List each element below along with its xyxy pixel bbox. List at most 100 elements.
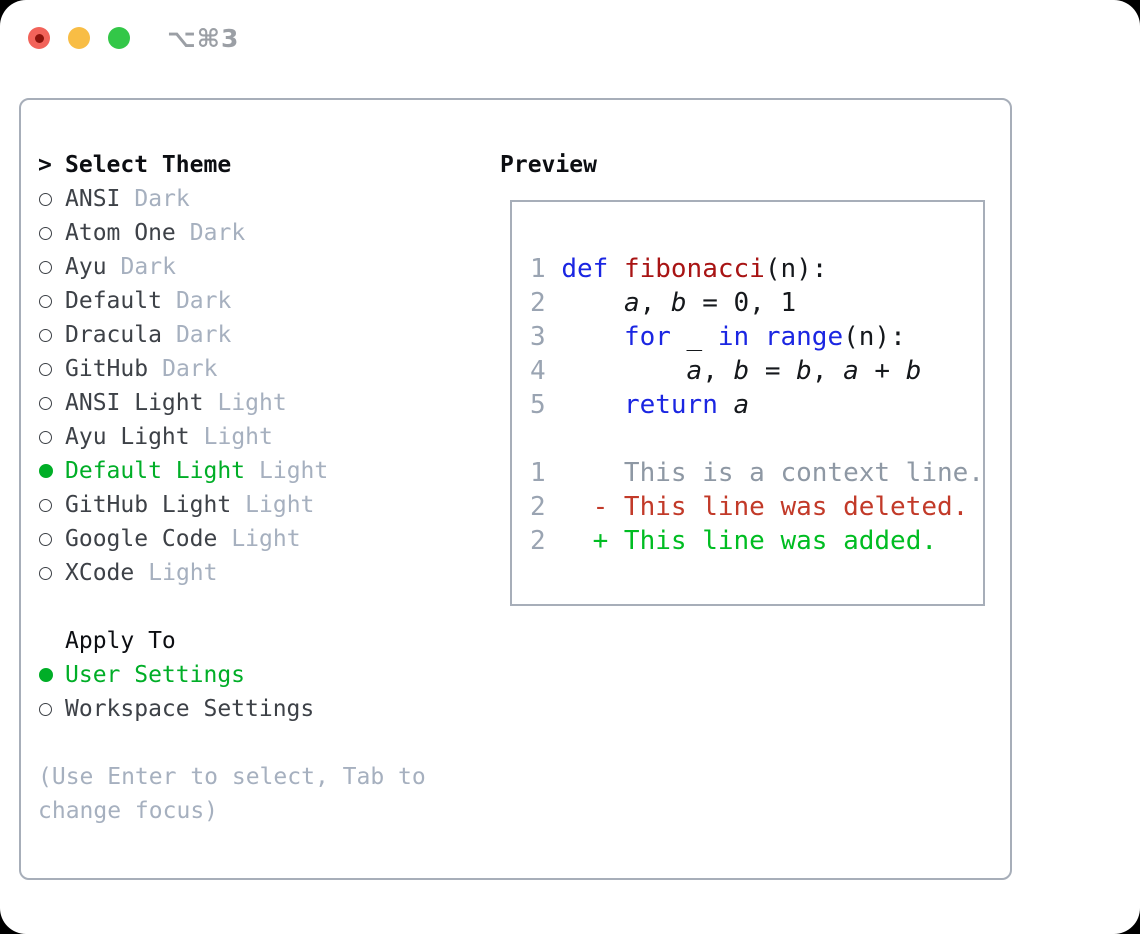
marker-cell — [38, 294, 65, 308]
theme-variant-label: Light — [231, 526, 301, 552]
radio-icon — [39, 226, 52, 240]
marker-cell — [38, 328, 65, 342]
line-number: 4 — [530, 356, 562, 386]
radio-icon — [39, 702, 52, 716]
option-label: Default Light — [65, 458, 246, 484]
line-number: 2 — [530, 492, 562, 522]
line-number: 1 — [530, 458, 562, 488]
marker-cell — [38, 396, 65, 410]
option-label: Workspace Settings — [65, 696, 315, 722]
theme-variant-label: Dark — [189, 220, 246, 246]
theme-option[interactable]: Default Dark — [38, 284, 442, 318]
preview-title: Preview — [500, 152, 597, 178]
line-number: 5 — [530, 390, 562, 420]
select-theme-header-row: > Select Theme — [38, 148, 442, 182]
marker-cell — [38, 498, 65, 512]
line-number: 3 — [530, 322, 562, 352]
option-label: GitHub — [65, 356, 149, 382]
theme-variant-label: Dark — [175, 288, 232, 314]
theme-option[interactable]: Ayu Dark — [38, 250, 442, 284]
theme-option[interactable]: XCode Light — [38, 556, 442, 590]
option-label: XCode — [65, 560, 135, 586]
window-shortcut-label: ⌥⌘3 — [167, 23, 240, 53]
line-number: 1 — [530, 254, 562, 284]
code-line: 5 return a — [530, 390, 750, 420]
apply-to-option[interactable]: Workspace Settings — [38, 692, 442, 726]
close-dot-icon — [34, 33, 44, 43]
radio-icon — [39, 294, 52, 308]
code-line — [530, 422, 983, 456]
code-line: 1 def fibonacci(n): — [530, 254, 828, 284]
code-line: 2 - This line was deleted. — [530, 492, 969, 522]
minimize-button[interactable] — [68, 27, 90, 49]
marker-cell — [38, 260, 65, 274]
option-label: Ayu Light — [65, 424, 190, 450]
chevron-right-icon: > — [38, 152, 52, 178]
radio-selected-icon — [39, 668, 53, 682]
option-label: Atom One — [65, 220, 176, 246]
marker-cell — [38, 362, 65, 376]
close-button[interactable] — [28, 27, 50, 49]
code-line: 1 This is a context line. — [530, 458, 984, 488]
marker-cell — [38, 226, 65, 240]
theme-option[interactable]: Google Code Light — [38, 522, 442, 556]
radio-icon — [39, 328, 52, 342]
zoom-button[interactable] — [108, 27, 130, 49]
option-label: Ayu — [65, 254, 107, 280]
option-label: Google Code — [65, 526, 218, 552]
apply-to-header: Apply To — [65, 628, 176, 654]
code-line: 4 a, b = b, a + b — [530, 356, 922, 386]
theme-option[interactable]: GitHub Dark — [38, 352, 442, 386]
theme-option[interactable]: ANSI Light Light — [38, 386, 442, 420]
theme-variant-label: Light — [245, 492, 315, 518]
option-label: ANSI — [65, 186, 121, 212]
code-preview: 1 def fibonacci(n): 2 a, b = 0, 1 3 for _ … — [530, 252, 984, 558]
radio-icon — [39, 566, 52, 580]
marker-cell — [38, 464, 65, 478]
theme-variant-label: Light — [148, 560, 218, 586]
option-label: Dracula — [65, 322, 162, 348]
theme-option[interactable]: Atom One Dark — [38, 216, 442, 250]
line-number: 2 — [530, 288, 562, 318]
theme-option[interactable]: ANSI Dark — [38, 182, 442, 216]
spacer-row — [38, 726, 442, 760]
line-number: 2 — [530, 526, 562, 556]
apply-to-header-row: Apply To — [38, 624, 442, 658]
marker-cell — [38, 566, 65, 580]
theme-variant-label: Dark — [134, 186, 190, 212]
radio-icon — [39, 430, 52, 444]
code-line: 3 for _ in range(n): — [530, 322, 906, 352]
theme-option[interactable]: Ayu Light Light — [38, 420, 442, 454]
marker-cell — [38, 702, 65, 716]
theme-variant-label: Light — [217, 390, 287, 416]
radio-icon — [39, 498, 52, 512]
theme-option[interactable]: Dracula Dark — [38, 318, 442, 352]
theme-variant-label: Dark — [162, 356, 218, 382]
radio-icon — [39, 532, 52, 546]
radio-selected-icon — [39, 464, 53, 478]
marker-cell — [38, 430, 65, 444]
select-theme-header: Select Theme — [65, 152, 232, 178]
spacer-row — [38, 590, 442, 624]
focus-marker: > — [38, 152, 65, 178]
theme-variant-label: Light — [203, 424, 273, 450]
radio-icon — [39, 192, 52, 206]
option-label: Default — [65, 288, 162, 314]
theme-variant-label: Dark — [120, 254, 176, 280]
code-line: 2 a, b = 0, 1 — [530, 288, 797, 318]
theme-variant-label: Dark — [175, 322, 232, 348]
radio-icon — [39, 396, 52, 410]
apply-to-option[interactable]: User Settings — [38, 658, 442, 692]
code-line: 2 + This line was added. — [530, 526, 937, 556]
radio-icon — [39, 362, 52, 376]
option-label: ANSI Light — [65, 390, 204, 416]
hint-text: (Use Enter to select, Tab to change focu… — [38, 764, 426, 824]
option-label: User Settings — [65, 662, 246, 688]
marker-cell — [38, 532, 65, 546]
